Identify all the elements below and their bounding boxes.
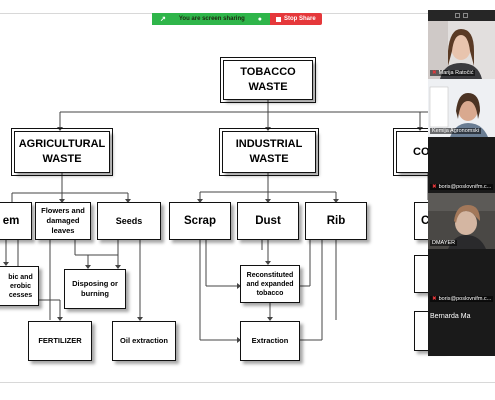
box-oil-extraction: Oil extraction — [112, 321, 176, 361]
video-tile-6[interactable]: Bernarda Ma — [428, 305, 495, 356]
category-box-agricultural: AGRICULTURAL WASTE — [11, 128, 113, 176]
box-aerobic-partial: bic and erobic cesses — [0, 266, 39, 306]
participant-name-4: DMAYER — [430, 240, 458, 246]
video-panel-toolbar — [428, 10, 495, 21]
muted-mic-icon: ✖ — [432, 296, 437, 302]
box-rib: Rib — [305, 202, 367, 240]
share-arrow-icon: ↗ — [160, 16, 166, 23]
video-tile-5[interactable]: ✖boris@poslovnifm.c... — [428, 249, 495, 305]
box-dust: Dust — [237, 202, 299, 240]
participant-name-6: Bernarda Ma — [430, 313, 471, 320]
box-fertilizer: FERTILIZER — [28, 321, 92, 361]
root-box-tobacco-waste: TOBACCO WASTE — [220, 57, 316, 103]
video-gallery-panel: ✖Marija Ratočić Kemija Agronomski ✖boris… — [428, 10, 495, 356]
box-extraction: Extraction — [240, 321, 300, 361]
category-box-industrial: INDUSTRIAL WASTE — [219, 128, 319, 176]
video-tile-3[interactable]: ✖boris@poslovnifm.c... — [428, 137, 495, 193]
layout-icon[interactable] — [455, 13, 460, 18]
participant-name-3: ✖boris@poslovnifm.c... — [430, 184, 494, 190]
screen-share-bar: ↗ You are screen sharing ● Stop Share — [152, 13, 322, 25]
participant-name-1: ✖Marija Ratočić — [430, 70, 476, 76]
box-stem-partial: em — [0, 202, 32, 240]
video-tile-1[interactable]: ✖Marija Ratočić — [428, 21, 495, 79]
stop-share-button[interactable]: Stop Share — [270, 13, 322, 25]
box-seeds: Seeds — [97, 202, 161, 240]
stop-share-label: Stop Share — [284, 16, 316, 22]
participant-name-2: Kemija Agronomski — [430, 128, 482, 134]
box-flowers-damaged-leaves: Flowers and damaged leaves — [35, 202, 91, 240]
participant-video-1 — [428, 21, 495, 79]
box-scrap: Scrap — [169, 202, 231, 240]
minimize-icon[interactable] — [463, 13, 468, 18]
box-disposing-burning: Disposing or burning — [64, 269, 126, 309]
stop-icon — [276, 16, 281, 22]
participant-video-4 — [428, 193, 495, 249]
screen-share-status: ↗ You are screen sharing ● — [152, 13, 270, 25]
participant-name-5: ✖boris@poslovnifm.c... — [430, 296, 494, 302]
video-tile-4[interactable]: DMAYER — [428, 193, 495, 249]
video-tile-2[interactable]: Kemija Agronomski — [428, 79, 495, 137]
box-reconstituted-expanded: Reconstituted and expanded tobacco — [240, 265, 300, 303]
muted-mic-icon: ✖ — [432, 70, 437, 76]
muted-mic-icon: ✖ — [432, 184, 437, 190]
share-status-text: You are screen sharing — [178, 16, 245, 22]
shield-icon: ● — [257, 15, 262, 23]
slide-bottom-border — [0, 382, 495, 383]
